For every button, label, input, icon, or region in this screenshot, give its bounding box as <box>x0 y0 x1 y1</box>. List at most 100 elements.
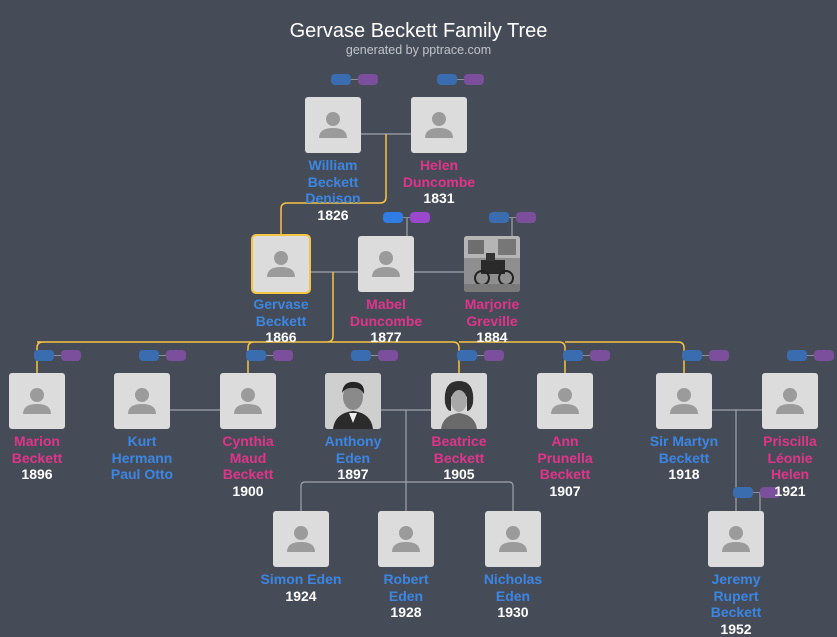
add-male-relative-button[interactable] <box>563 350 583 361</box>
person-name-line: Helen <box>730 466 837 483</box>
pill-connector <box>807 355 814 356</box>
add-female-relative-button[interactable] <box>516 212 536 223</box>
person-silhouette-icon[interactable] <box>358 236 414 292</box>
person-name-line: Simon Eden <box>241 571 361 588</box>
pill-connector <box>54 355 61 356</box>
person-name-line: Duncombe <box>326 313 446 330</box>
person-birth-year: 1952 <box>676 621 796 637</box>
person-silhouette-icon[interactable] <box>305 97 361 153</box>
person-silhouette-icon[interactable] <box>378 511 434 567</box>
person-name-line: Léonie <box>730 450 837 467</box>
person-name-line: Marjorie <box>432 296 552 313</box>
person-name-line: Beckett <box>399 450 519 467</box>
add-male-relative-button[interactable] <box>682 350 702 361</box>
person-name-line: Denison <box>273 190 393 207</box>
pill-connector <box>266 355 273 356</box>
add-female-relative-button[interactable] <box>590 350 610 361</box>
person-name-line: Eden <box>453 588 573 605</box>
person-name-line: Sir Martyn <box>624 433 744 450</box>
person-name-line: Duncombe <box>379 174 499 191</box>
person-name-line: Ann <box>505 433 625 450</box>
add-female-relative-button[interactable] <box>166 350 186 361</box>
person-silhouette-icon[interactable] <box>656 373 712 429</box>
person-birth-year: 1921 <box>730 483 837 500</box>
person-name-line: Priscilla <box>730 433 837 450</box>
person-photo[interactable] <box>325 373 381 429</box>
person-silhouette-icon[interactable] <box>114 373 170 429</box>
person-birth-year: 1897 <box>293 466 413 483</box>
person-name-line: Helen <box>379 157 499 174</box>
add-male-relative-button[interactable] <box>139 350 159 361</box>
add-female-relative-button[interactable] <box>410 212 430 223</box>
person-name-line: Eden <box>293 450 413 467</box>
add-male-relative-button[interactable] <box>34 350 54 361</box>
person-name-line: Beckett <box>624 450 744 467</box>
add-male-relative-button[interactable] <box>457 350 477 361</box>
person-silhouette-icon[interactable] <box>411 97 467 153</box>
person-birth-year: 1930 <box>453 604 573 621</box>
person-photo[interactable] <box>464 236 520 292</box>
person-name-line: Anthony <box>293 433 413 450</box>
person-name-line: Beatrice <box>399 433 519 450</box>
person-silhouette-icon[interactable] <box>253 236 309 292</box>
add-male-relative-button[interactable] <box>246 350 266 361</box>
add-male-relative-button[interactable] <box>351 350 371 361</box>
add-male-relative-button[interactable] <box>787 350 807 361</box>
add-male-relative-button[interactable] <box>437 74 457 85</box>
person-name-line: Maud <box>188 450 308 467</box>
person-birth-year: 1877 <box>326 329 446 346</box>
person-silhouette-icon[interactable] <box>9 373 65 429</box>
add-female-relative-button[interactable] <box>814 350 834 361</box>
person-name-line: Eden <box>346 588 466 605</box>
person-name-line: Greville <box>432 313 552 330</box>
person-name-line: William <box>273 157 393 174</box>
pill-connector <box>509 217 516 218</box>
person-birth-year: 1831 <box>379 190 499 207</box>
pill-connector <box>457 79 464 80</box>
person-birth-year: 1907 <box>505 483 625 500</box>
person-name-line: Mabel <box>326 296 446 313</box>
add-male-relative-button[interactable] <box>489 212 509 223</box>
add-female-relative-button[interactable] <box>709 350 729 361</box>
pill-connector <box>403 217 410 218</box>
add-female-relative-button[interactable] <box>378 350 398 361</box>
person-silhouette-icon[interactable] <box>220 373 276 429</box>
person-name-line: Beckett <box>188 466 308 483</box>
add-female-relative-button[interactable] <box>484 350 504 361</box>
person-birth-year: 1884 <box>432 329 552 346</box>
person-silhouette-icon[interactable] <box>273 511 329 567</box>
person-silhouette-icon[interactable] <box>537 373 593 429</box>
person-name-line: Cynthia <box>188 433 308 450</box>
add-female-relative-button[interactable] <box>61 350 81 361</box>
person-photo[interactable] <box>431 373 487 429</box>
person-silhouette-icon[interactable] <box>762 373 818 429</box>
pill-connector <box>583 355 590 356</box>
add-female-relative-button[interactable] <box>273 350 293 361</box>
add-female-relative-button[interactable] <box>464 74 484 85</box>
add-male-relative-button[interactable] <box>331 74 351 85</box>
pill-connector <box>371 355 378 356</box>
person-silhouette-icon[interactable] <box>708 511 764 567</box>
add-female-relative-button[interactable] <box>358 74 378 85</box>
person-birth-year: 1866 <box>221 329 341 346</box>
person-birth-year: 1924 <box>241 588 361 605</box>
person-name-line: Beckett <box>676 604 796 621</box>
person-silhouette-icon[interactable] <box>485 511 541 567</box>
person-name-line: Paul Otto <box>82 466 202 483</box>
